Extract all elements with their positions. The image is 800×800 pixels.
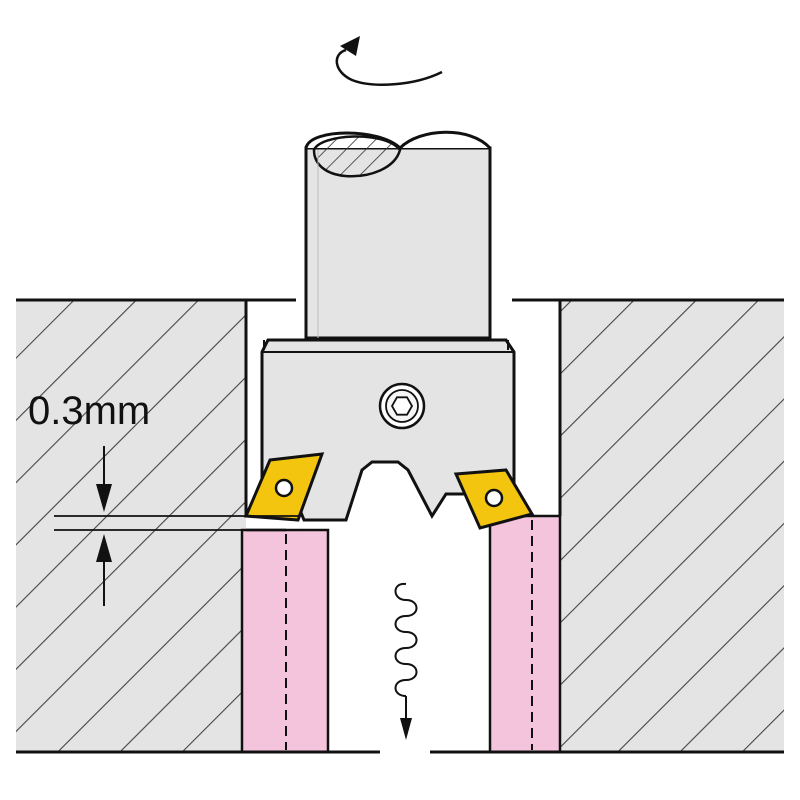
insert-right-screw <box>484 488 504 508</box>
shank-body <box>304 146 492 340</box>
dimension-label: 0.3mm <box>28 389 150 433</box>
machined-wall-right <box>488 514 562 754</box>
hex-socket-screw-icon <box>378 382 426 430</box>
workpiece-right <box>512 298 784 752</box>
machined-wall-left <box>240 528 330 754</box>
dimension-arrow-down <box>96 484 112 512</box>
shank-section <box>312 135 402 178</box>
insert-right <box>453 468 535 530</box>
dimension-indicator <box>54 446 300 606</box>
workpiece-right-hatch <box>560 300 784 752</box>
dimension-arrow-up <box>96 534 112 562</box>
insert-left <box>243 452 325 522</box>
workpiece-left <box>16 298 296 752</box>
chip-flow-arrow-icon <box>394 582 418 740</box>
insert-left-screw <box>274 478 294 498</box>
tool-shank <box>304 130 492 340</box>
rotation-arrow-icon <box>335 36 443 86</box>
workpiece-left-hatch <box>16 300 246 752</box>
